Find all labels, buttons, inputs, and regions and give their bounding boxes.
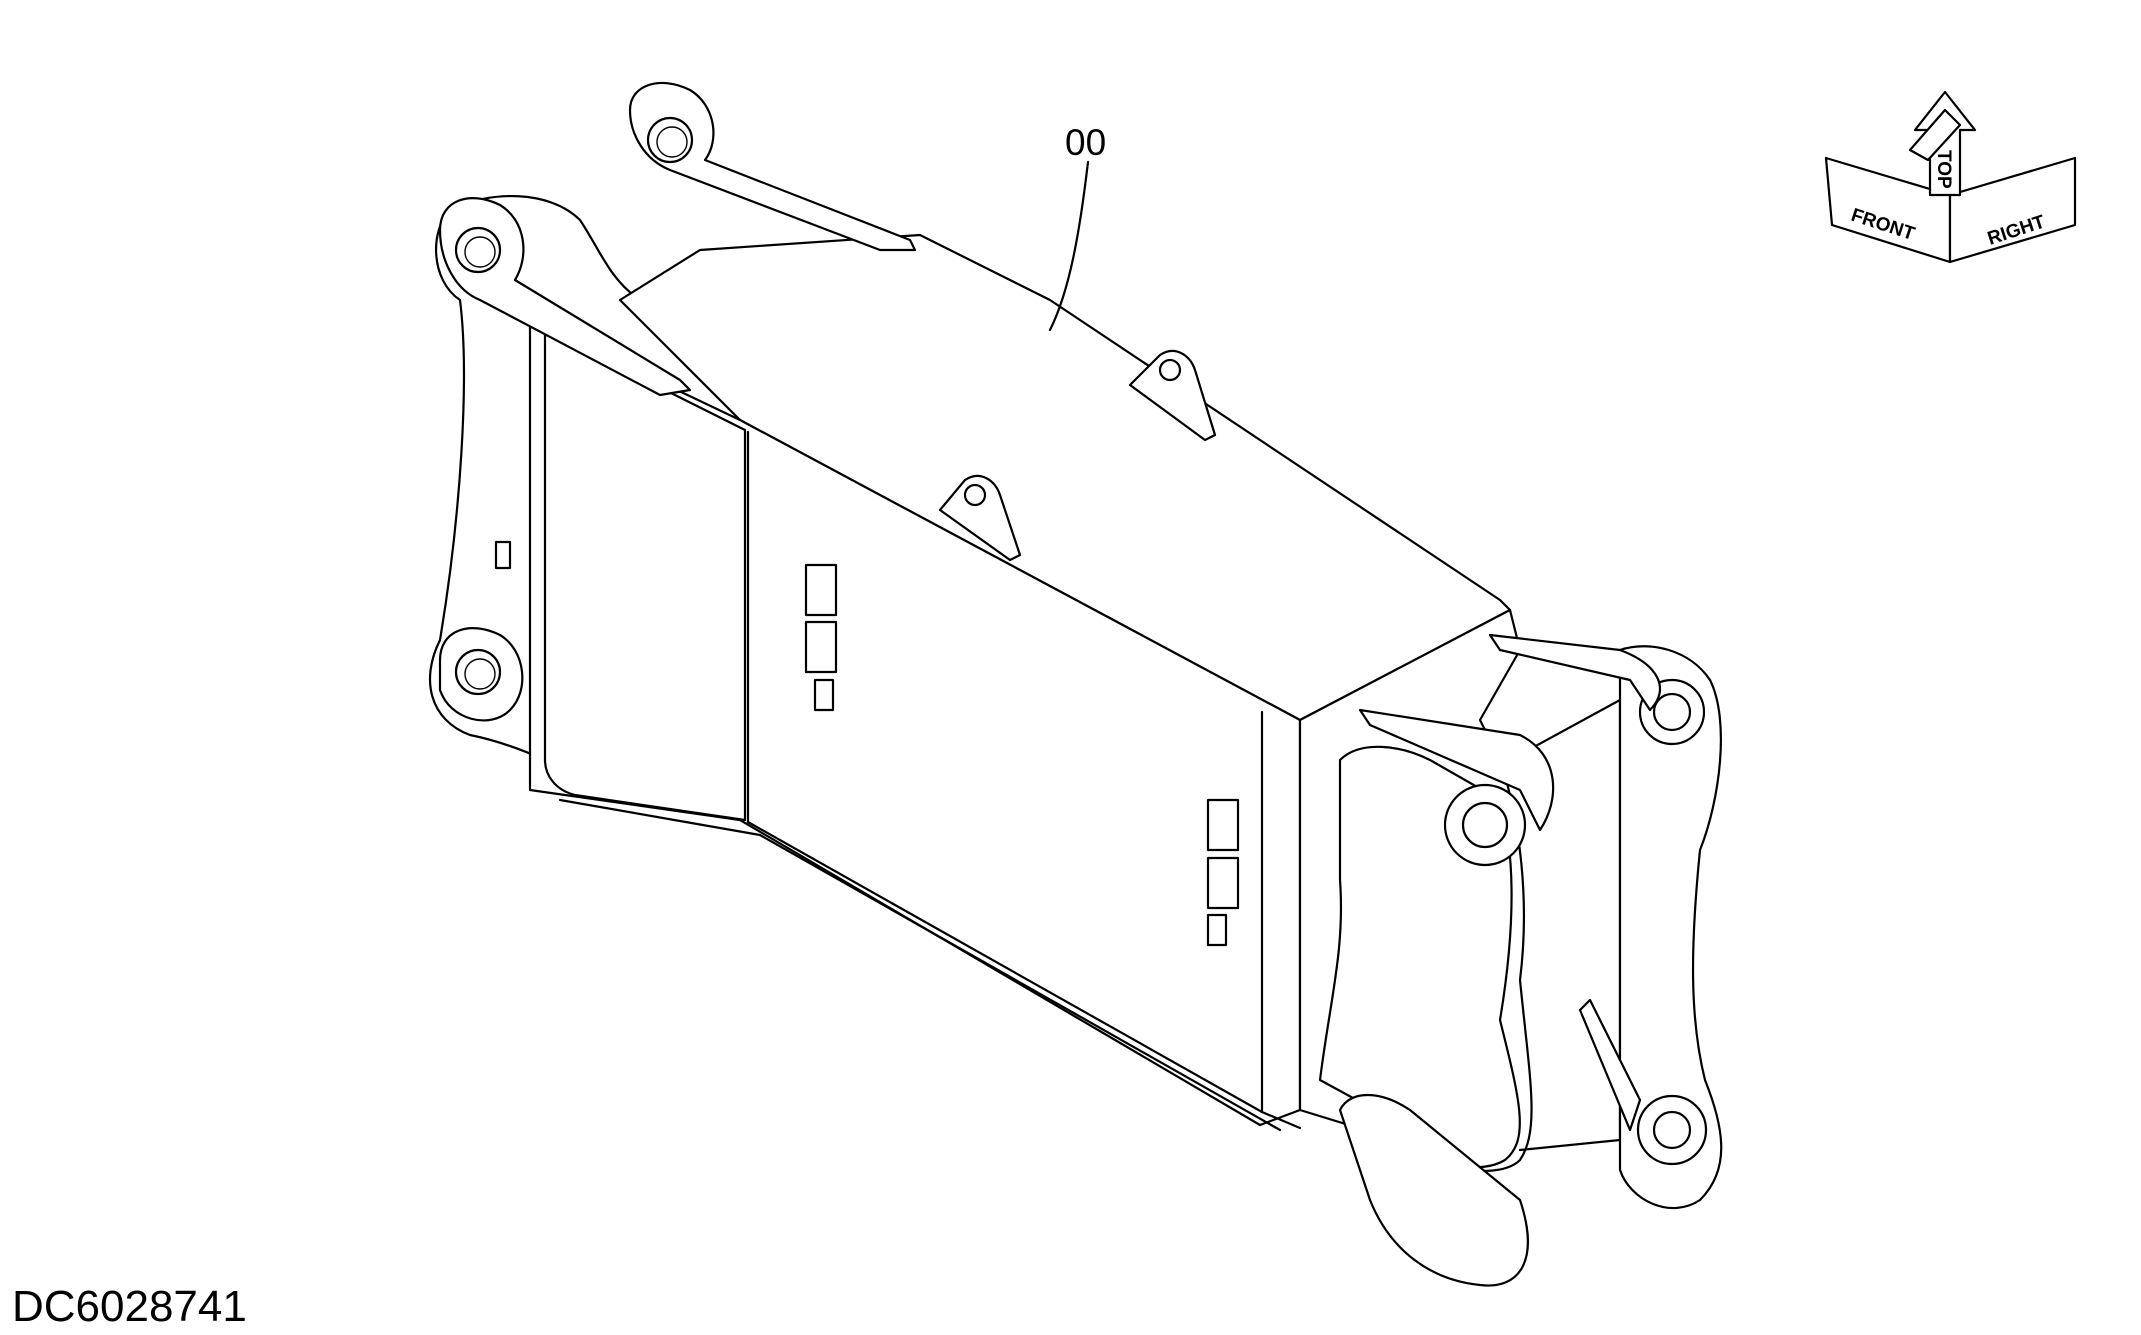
side-bracket-1b: [804, 620, 838, 674]
front-top-flange-1: [1358, 708, 1555, 832]
part-callout: 00: [1048, 122, 1106, 332]
boom-assembly: [428, 81, 1723, 1287]
top-lug-1-hole: [1158, 358, 1182, 382]
front-lower-arm: [1338, 1093, 1529, 1287]
front-upper-pin-hole: [1461, 801, 1509, 849]
bottom-flange: [558, 798, 1302, 1132]
rear-lower-pin-bore: [464, 658, 496, 690]
front-lower-flange: [1578, 998, 1642, 1132]
rear-upper-right-boss: [628, 81, 917, 252]
right-upper-pin-hole: [1652, 692, 1692, 732]
top-lug-2: [938, 474, 1022, 562]
rear-upper-right-pin-bore: [656, 126, 688, 158]
orientation-diagonal-arrow: [1908, 108, 1962, 162]
top-lug-1: [1128, 349, 1217, 442]
rear-upper-left-pin-hole: [454, 226, 502, 274]
rear-side-tab: [494, 540, 512, 570]
drawing-code: DC6028741: [12, 1282, 247, 1331]
orientation-top-arrow: [1913, 90, 1977, 197]
rear-lower-pin-hole: [454, 648, 502, 696]
side-bracket-1c: [813, 678, 835, 712]
side-bracket-2b: [1206, 856, 1240, 910]
callout-leader-line: [1048, 160, 1090, 332]
part-callout-label: 00: [1065, 122, 1106, 163]
side-bracket-1a: [804, 563, 838, 617]
side-bracket-2c: [1206, 913, 1228, 947]
side-panel-rear: [543, 328, 747, 822]
top-lug-2-hole: [963, 483, 987, 507]
orientation-top-label: TOP: [1933, 150, 1954, 189]
side-bracket-2a: [1206, 798, 1240, 852]
orientation-right-arrow: [1948, 156, 2077, 264]
orientation-indicator: FRONT TOP RIGHT: [1824, 90, 2077, 264]
rear-upper-left-pin-bore: [464, 236, 496, 268]
side-bracket-group-1: [804, 563, 838, 712]
side-bracket-group-2: [1206, 798, 1240, 947]
front-top-flange-2: [1488, 633, 1661, 712]
right-side-plate: [1618, 645, 1723, 1210]
boom-side-face: [528, 318, 1302, 1127]
rear-upper-right-pin-hole: [646, 116, 694, 164]
right-lower-pin-hole: [1652, 1110, 1692, 1150]
rear-upper-left-boss: [438, 197, 692, 397]
